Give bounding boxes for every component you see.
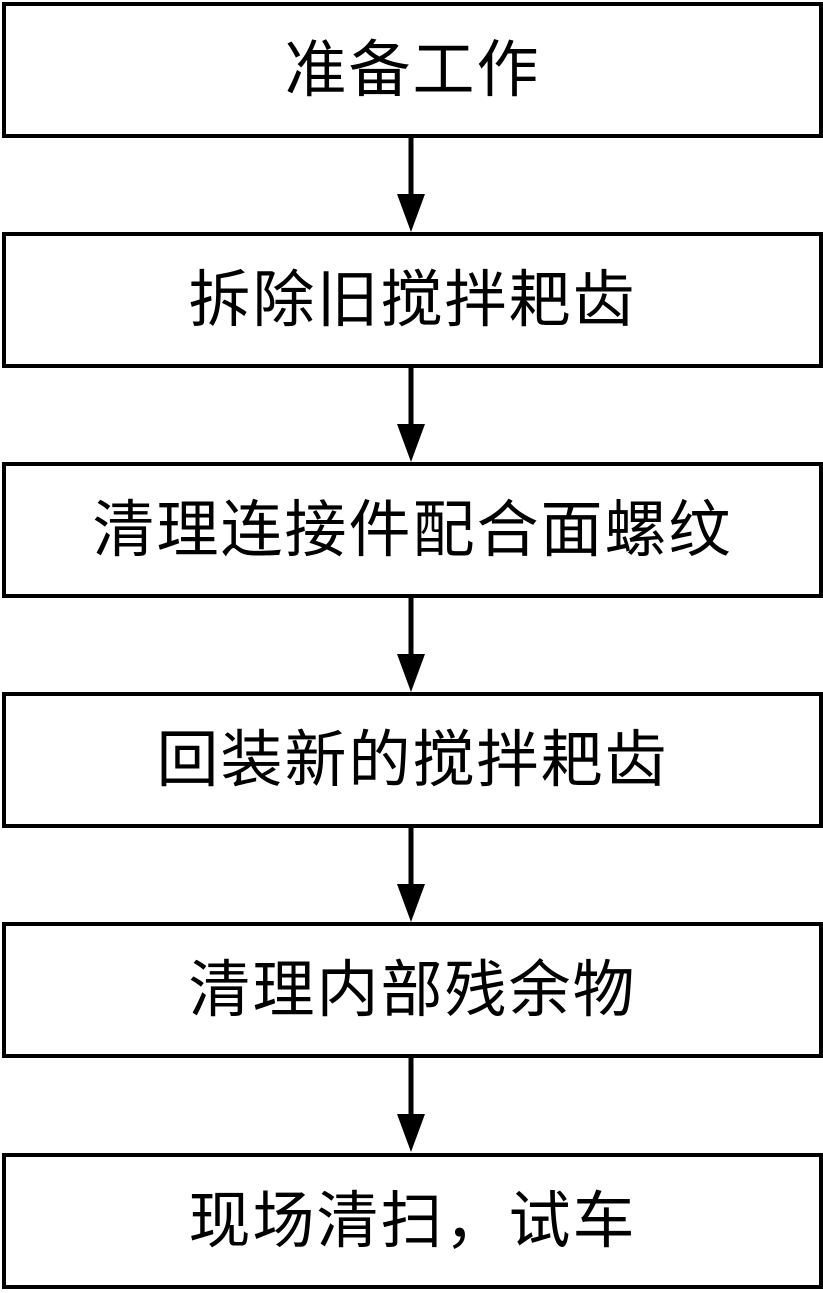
step-box-prepare: 准备工作 xyxy=(2,2,823,138)
flow-arrow-5 xyxy=(391,1056,431,1152)
step-label: 回装新的搅拌耙齿 xyxy=(156,723,669,796)
step-box-install-new-rakes: 回装新的搅拌耙齿 xyxy=(2,692,823,828)
step-box-remove-old-rakes: 拆除旧搅拌耙齿 xyxy=(2,232,823,368)
flow-arrow-1 xyxy=(391,136,431,232)
step-label: 清理内部残余物 xyxy=(188,953,637,1026)
step-label: 准备工作 xyxy=(284,33,541,106)
step-box-site-cleanup-test-run: 现场清扫，试车 xyxy=(2,1153,823,1289)
step-label: 清理连接件配合面螺纹 xyxy=(92,493,733,566)
step-label: 拆除旧搅拌耙齿 xyxy=(188,263,637,336)
flow-arrow-4 xyxy=(391,826,431,922)
step-box-clean-residue: 清理内部残余物 xyxy=(2,922,823,1058)
step-label: 现场清扫，试车 xyxy=(188,1184,637,1257)
step-box-clean-threads: 清理连接件配合面螺纹 xyxy=(2,462,823,598)
flow-arrow-3 xyxy=(391,596,431,692)
flow-arrow-2 xyxy=(391,366,431,462)
